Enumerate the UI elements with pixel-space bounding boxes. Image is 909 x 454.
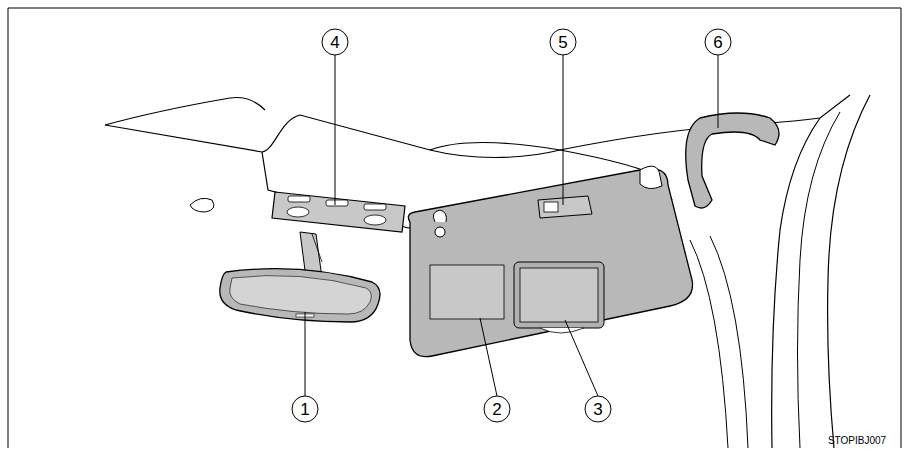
callout-number: 6 xyxy=(713,34,722,51)
callout-number: 3 xyxy=(593,401,602,418)
callout-number: 5 xyxy=(558,34,567,51)
callout-number: 1 xyxy=(300,401,309,418)
callout-number: 2 xyxy=(492,401,501,418)
callout-number: 4 xyxy=(330,34,339,51)
figure-code: STOPIBJ007 xyxy=(828,436,886,446)
